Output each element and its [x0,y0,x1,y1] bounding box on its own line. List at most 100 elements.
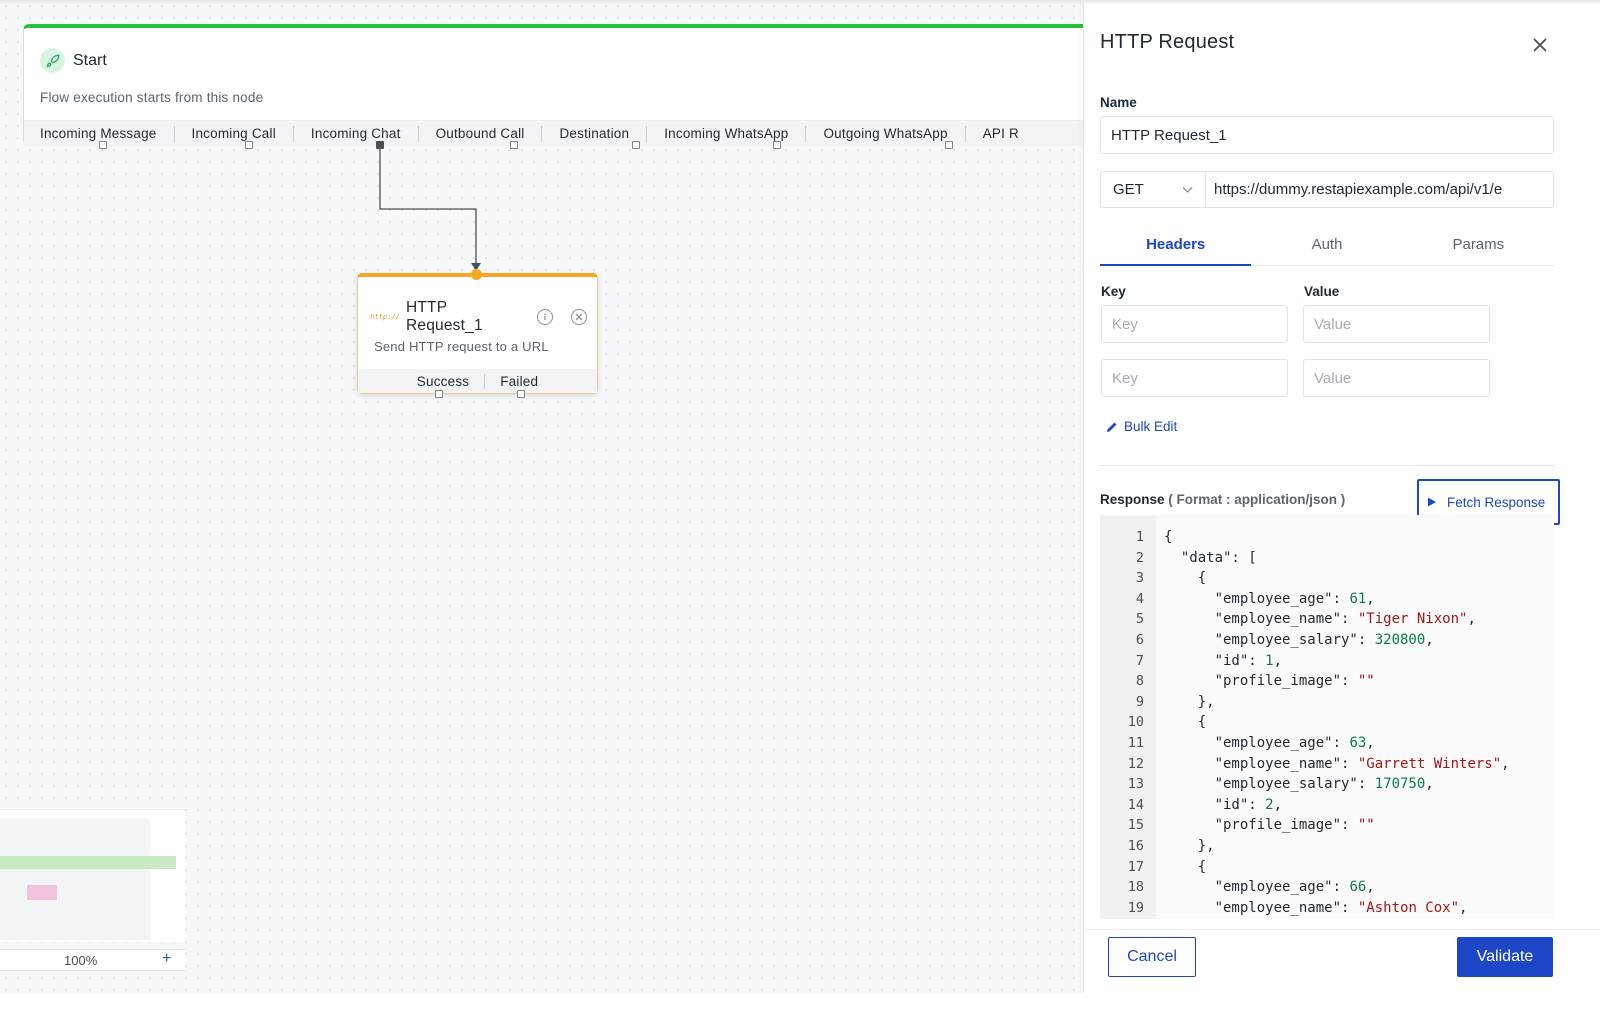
validate-button[interactable]: Validate [1457,937,1553,977]
line-content: "employee_name": "Ashton Cox", [1164,899,1468,916]
line-content: "employee_name": "Tiger Nixon", [1164,611,1476,628]
fetch-response-label: Fetch Response [1447,494,1546,510]
rocket-icon [40,48,65,73]
handle-success[interactable] [435,390,443,398]
line-content: { [1164,714,1207,731]
handle-http-input[interactable] [471,269,482,280]
flow-canvas[interactable]: Start Flow execution starts from this no… [0,0,1104,1013]
tab-params[interactable]: Params [1452,236,1505,253]
method-value: GET [1113,181,1144,198]
handle-incoming-message[interactable] [99,141,107,149]
pencil-icon [1107,422,1117,432]
handle-outbound-call[interactable] [510,141,518,149]
key-column-label: Key [1101,284,1126,299]
line-number: 5 [1135,611,1144,628]
line-number: 17 [1127,858,1144,875]
header-key-input-2[interactable] [1101,359,1288,397]
port-incoming-chat[interactable]: Incoming Chat [294,125,419,142]
line-content: "profile_image": "" [1164,817,1375,834]
minimap-http-node [27,885,57,900]
response-code-viewer[interactable]: 1{2 "data": [3 {4 "employee_age": 61,5 "… [1100,515,1554,919]
line-number: 10 [1127,714,1144,731]
tab-headers[interactable]: Headers [1100,228,1252,266]
url-input[interactable]: https://dummy.restapiexample.com/api/v1/… [1205,171,1554,208]
handle-incoming-chat[interactable] [376,141,384,149]
line-number: 16 [1127,838,1144,854]
port-incoming-whatsapp[interactable]: Incoming WhatsApp [647,125,807,142]
handle-incoming-call[interactable] [245,141,253,149]
port-outgoing-whatsapp[interactable]: Outgoing WhatsApp [806,125,966,142]
minimap-viewport [0,818,150,940]
line-content: "employee_age": 61, [1164,590,1375,607]
http-node-description: Send HTTP request to a URL [374,339,549,354]
bottom-bar [0,993,1600,1013]
port-success[interactable]: Success [416,373,470,389]
close-circle-icon[interactable] [571,309,587,325]
panel-title: HTTP Request [1100,31,1235,53]
port-destination[interactable]: Destination [542,125,648,142]
start-node-title: Start [73,51,107,69]
close-icon[interactable] [1529,34,1551,56]
http-node-title: HTTP Request_1 [406,299,483,334]
line-content: { [1164,570,1207,587]
method-select[interactable]: GET [1100,171,1205,208]
minimap[interactable] [0,809,185,942]
http-logo-icon: http:// [370,313,400,321]
top-shadow [0,0,1600,5]
minimap-start-node [0,856,176,869]
bulk-edit-label: Bulk Edit [1124,419,1178,434]
http-request-node[interactable]: http:// HTTP Request_1 Send HTTP request… [357,273,598,394]
line-number: 13 [1127,776,1144,793]
tab-auth[interactable]: Auth [1311,236,1343,253]
port-failed[interactable]: Failed [484,373,553,389]
zoom-level: 100% [64,953,98,968]
line-content: }, [1164,693,1215,710]
port-incoming-call[interactable]: Incoming Call [175,125,294,142]
info-icon[interactable] [537,309,553,325]
line-number-gutter [1100,515,1156,919]
line-content: { [1164,858,1207,875]
handle-outgoing-whatsapp[interactable] [945,141,953,149]
footer-divider [1084,929,1600,930]
bulk-edit-button[interactable]: Bulk Edit [1106,419,1177,434]
request-tabs: Headers Auth Params [1100,228,1554,266]
line-number: 19 [1127,899,1144,916]
value-column-label: Value [1304,284,1340,299]
line-number: 8 [1135,673,1144,690]
response-format: ( Format : application/json ) [1168,492,1346,507]
start-node[interactable]: Start Flow execution starts from this no… [23,24,1104,146]
cancel-button[interactable]: Cancel [1108,937,1196,977]
line-number: 15 [1127,817,1144,834]
line-number: 14 [1127,796,1144,813]
line-content: "employee_age": 63, [1164,735,1375,751]
port-outbound-call[interactable]: Outbound Call [419,125,543,142]
line-number: 12 [1127,755,1144,772]
play-icon [1428,497,1436,507]
response-label: Response ( Format : application/json ) [1100,492,1345,507]
zoom-in-button[interactable]: + [162,950,172,967]
port-api-request[interactable]: API R [982,125,1019,141]
header-key-input-1[interactable] [1101,305,1288,343]
port-incoming-message[interactable]: Incoming Message [24,125,175,142]
section-divider [1100,465,1554,466]
line-content: "employee_name": "Garrett Winters", [1164,755,1510,772]
http-request-panel: HTTP Request Name GET https://dummy.rest… [1083,0,1600,1013]
chevron-down-icon [1182,187,1193,193]
line-content: "employee_salary": 170750, [1164,776,1434,793]
line-content: "id": 2, [1164,796,1283,813]
handle-failed[interactable] [517,390,525,398]
line-content: }, [1164,838,1215,854]
line-number: 11 [1127,735,1144,751]
line-number: 1 [1135,529,1144,545]
name-label: Name [1100,95,1137,110]
header-value-input-1[interactable] [1303,305,1490,343]
line-number: 9 [1135,693,1144,710]
header-value-input-2[interactable] [1303,359,1490,397]
response-title: Response [1100,492,1165,507]
line-number: 18 [1127,879,1144,896]
handle-destination[interactable] [632,141,640,149]
handle-incoming-whatsapp[interactable] [773,141,781,149]
line-content: "employee_age": 66, [1164,879,1375,896]
name-input[interactable] [1100,116,1554,154]
http-node-ports: Success Failed [358,369,597,393]
